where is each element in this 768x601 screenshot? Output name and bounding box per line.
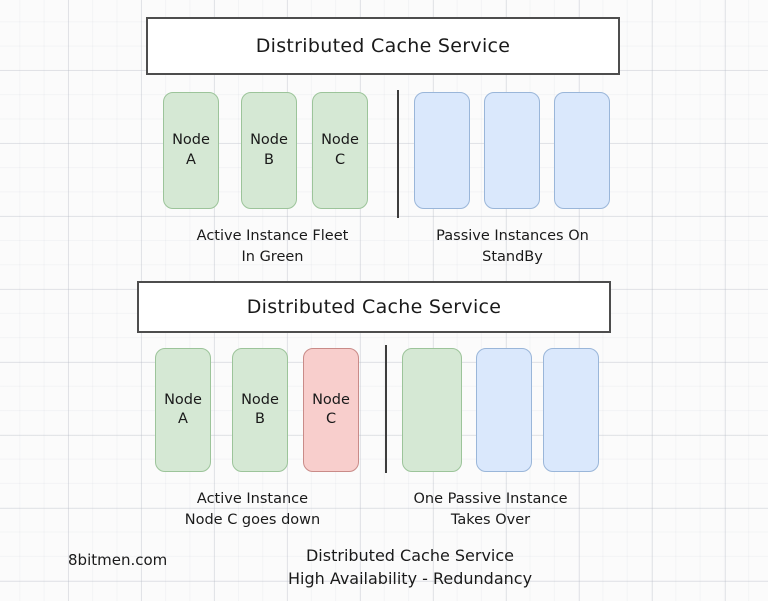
diagram-title-line2: High Availability - Redundancy: [287, 568, 533, 588]
diagram-title: Distributed Cache Service High Availabil…: [255, 545, 565, 590]
service-box-bottom: Distributed Cache Service: [137, 281, 611, 333]
passive-node-2-row1: [484, 92, 540, 209]
node-b-row1-line1: Node: [250, 132, 288, 149]
node-b-row2: Node B: [232, 348, 288, 472]
service-box-top: Distributed Cache Service: [146, 17, 620, 75]
service-box-top-label: Distributed Cache Service: [255, 35, 511, 57]
caption-active-row1-line1: Active Instance Fleet: [196, 228, 349, 244]
node-a-row2: Node A: [155, 348, 211, 472]
caption-passive-row2: One Passive Instance Takes Over: [388, 489, 593, 531]
node-c-row1-line2: C: [334, 151, 346, 168]
caption-active-row2-line1: Active Instance: [196, 491, 309, 507]
node-b-row2-line1: Node: [241, 391, 279, 408]
node-c-row2-line1: Node: [312, 391, 350, 408]
divider-row2: [385, 345, 387, 473]
node-c-row1-line1: Node: [321, 132, 359, 149]
caption-active-row2-line2: Node C goes down: [184, 512, 321, 529]
caption-passive-row2-line1: One Passive Instance: [413, 491, 568, 507]
caption-passive-row1-line1: Passive Instances On: [436, 228, 589, 244]
caption-passive-row1-line2: StandBy: [482, 249, 543, 266]
watermark-8bitmen: 8bitmen.com: [68, 551, 168, 569]
promoted-node-row2: [402, 348, 462, 472]
passive-node-3-row1: [554, 92, 610, 209]
diagram-title-line1: Distributed Cache Service: [305, 546, 515, 565]
caption-passive-row1: Passive Instances On StandBy: [410, 226, 615, 268]
node-b-row2-line2: B: [255, 411, 265, 427]
divider-row1: [397, 90, 399, 218]
node-c-row2-down: Node C: [303, 348, 359, 472]
node-c-row1: Node C: [312, 92, 368, 209]
node-c-row2-line2: C: [325, 411, 337, 427]
caption-active-row1: Active Instance Fleet In Green: [170, 226, 375, 268]
caption-passive-row2-line2: Takes Over: [450, 512, 531, 529]
node-a-row2-line1: Node: [164, 391, 202, 408]
passive-node-1-row1: [414, 92, 470, 209]
passive-node-2-row2: [476, 348, 532, 472]
node-a-row1-line2: A: [186, 151, 196, 168]
caption-active-row2: Active Instance Node C goes down: [150, 489, 355, 531]
node-a-row1: Node A: [163, 92, 219, 209]
node-a-row2-line2: A: [178, 411, 188, 427]
node-b-row1: Node B: [241, 92, 297, 209]
node-a-row1-line1: Node: [172, 132, 210, 149]
service-box-bottom-label: Distributed Cache Service: [246, 296, 502, 318]
passive-node-3-row2: [543, 348, 599, 472]
caption-active-row1-line2: In Green: [241, 249, 304, 266]
node-b-row1-line2: B: [264, 151, 274, 168]
